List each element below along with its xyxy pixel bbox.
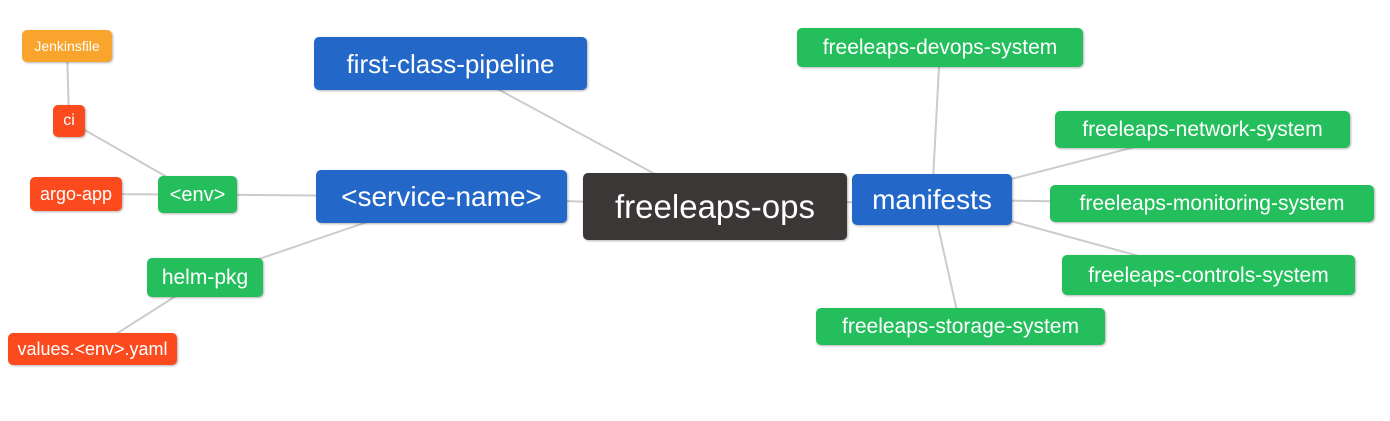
- node-values-env-yaml[interactable]: values.<env>.yaml: [8, 333, 177, 365]
- node-jenkinsfile[interactable]: Jenkinsfile: [22, 30, 112, 62]
- node-freeleaps-monitoring-system[interactable]: freeleaps-monitoring-system: [1050, 185, 1374, 222]
- node-freeleaps-storage-system[interactable]: freeleaps-storage-system: [816, 308, 1105, 345]
- node-env[interactable]: <env>: [158, 176, 237, 213]
- node-argo-app[interactable]: argo-app: [30, 177, 122, 211]
- node-ci[interactable]: ci: [53, 105, 85, 137]
- node-manifests[interactable]: manifests: [852, 174, 1012, 225]
- node-first-class-pipeline[interactable]: first-class-pipeline: [314, 37, 587, 90]
- node-freeleaps-controls-system[interactable]: freeleaps-controls-system: [1062, 255, 1355, 295]
- node-freeleaps-network-system[interactable]: freeleaps-network-system: [1055, 111, 1350, 148]
- node-freeleaps-ops[interactable]: freeleaps-ops: [583, 173, 847, 240]
- node-helm-pkg[interactable]: helm-pkg: [147, 258, 263, 297]
- node-service-name[interactable]: <service-name>: [316, 170, 567, 223]
- node-freeleaps-devops-system[interactable]: freeleaps-devops-system: [797, 28, 1083, 67]
